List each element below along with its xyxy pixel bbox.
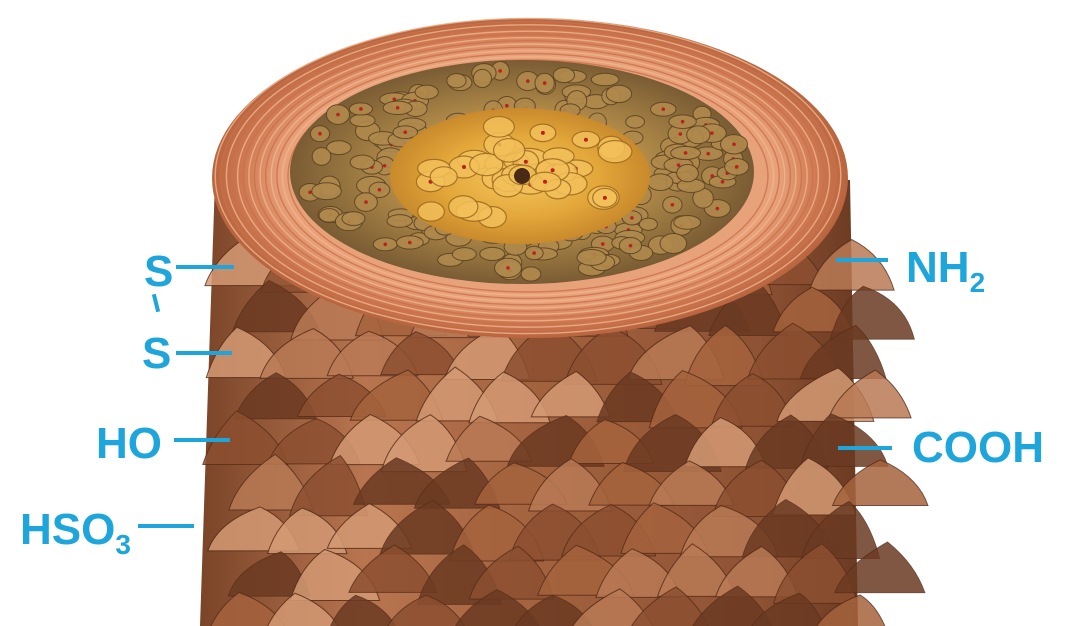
cortex-cell [312,183,342,200]
pointer-line-s-top [176,265,234,269]
medulla-cell [430,167,457,187]
cortex-cell [312,148,331,166]
cortex-cell-nucleus [630,216,634,220]
cortex-cell-nucleus [721,180,725,184]
cortex-cell [648,174,673,191]
label-nh2: NH2 [906,246,985,290]
cortex-cell-nucleus [364,200,368,204]
cortex-cell [687,126,710,144]
cortex-cell-nucleus [601,242,605,246]
medulla-cell-nucleus [541,131,545,135]
cortex-cell-nucleus [505,104,509,108]
medulla-center-pore [514,168,530,184]
label-hso3: HSO3 [20,508,131,552]
medulla-cell [418,202,445,221]
cortex-cell [447,73,466,87]
cortex-cell-nucleus [359,107,363,111]
pointer-line-nh2 [836,258,888,262]
medulla-cell [598,141,632,163]
label-nh2-subscript: 2 [970,267,986,298]
cortex-cell-nucleus [526,79,530,83]
cortex-cell-nucleus [735,165,739,169]
cortex-cell-nucleus [378,188,382,192]
cortex-cell-nucleus [716,207,720,211]
label-nh2-text: NH [906,243,970,292]
cortex-cell [674,216,701,230]
label-ho: HO [96,422,162,466]
cortex-cell-nucleus [318,132,322,136]
cortex-cell [415,85,438,99]
cortex-cell [521,267,541,281]
cortex-cell-nucleus [532,251,536,255]
label-cooh-text: COOH [912,423,1044,472]
cortex-cell-nucleus [383,242,387,246]
cortex-cell-nucleus [408,241,412,245]
cortex-cell [626,116,645,128]
medulla-cell-nucleus [551,168,555,172]
medulla-cell [494,139,525,163]
label-s-top: S [144,250,173,294]
label-s-bottom: S [142,332,171,376]
cortex-cell [577,250,606,266]
cortex-cell [342,212,365,226]
medulla-cell-nucleus [524,160,528,164]
medulla-cell-nucleus [584,138,588,142]
cortex-cell [350,114,375,127]
label-cooh: COOH [912,426,1044,470]
cortex-cell-nucleus [677,163,681,167]
cortex-cell [591,73,619,86]
pointer-line-cooh [838,446,892,450]
pointer-line-hso3 [138,524,194,528]
medulla-cell-nucleus [462,165,466,169]
cortex-cell-nucleus [629,244,633,248]
cortex-cell [473,69,491,87]
cortex-cell-nucleus [543,81,547,85]
cortex-cell-nucleus [506,266,510,270]
medulla-cell-nucleus [543,180,547,184]
cortex-cell-nucleus [383,164,387,168]
label-hso3-text: HSO [20,505,115,554]
cortex-cell-nucleus [706,152,710,156]
label-ho-text: HO [96,419,162,468]
cortex-cell-nucleus [710,131,714,135]
cortex-cell [387,215,412,228]
cortex-cell [553,68,574,83]
pointer-line-s-bottom [176,351,232,355]
cortex-cell [677,165,699,182]
cortex-cell [480,247,505,260]
label-s-top-text: S [144,247,173,296]
medulla-cell-nucleus [603,196,607,200]
cortex-cell [606,85,632,102]
cortex-cell-nucleus [732,142,736,146]
label-hso3-subscript: 3 [115,529,131,560]
cortex-cell [660,234,687,254]
label-s-bottom-text: S [142,329,171,378]
cortex-cell-nucleus [681,120,685,124]
cortex-cell-nucleus [336,113,340,117]
cortex-cell [350,155,374,169]
cortex-cell-nucleus [403,130,407,134]
cortex-cell-nucleus [671,203,675,207]
cortex-cell-nucleus [679,132,683,136]
cortex-cell-nucleus [396,106,400,110]
cortex-cell [452,248,476,261]
medulla-cell [483,117,514,138]
medulla-cell [449,196,478,218]
cortex-cell [639,218,657,230]
cortex-cell-nucleus [498,69,502,73]
pointer-line-ho [174,438,230,442]
cortex-cell-nucleus [684,151,688,155]
cortex-cell-nucleus [661,107,665,111]
